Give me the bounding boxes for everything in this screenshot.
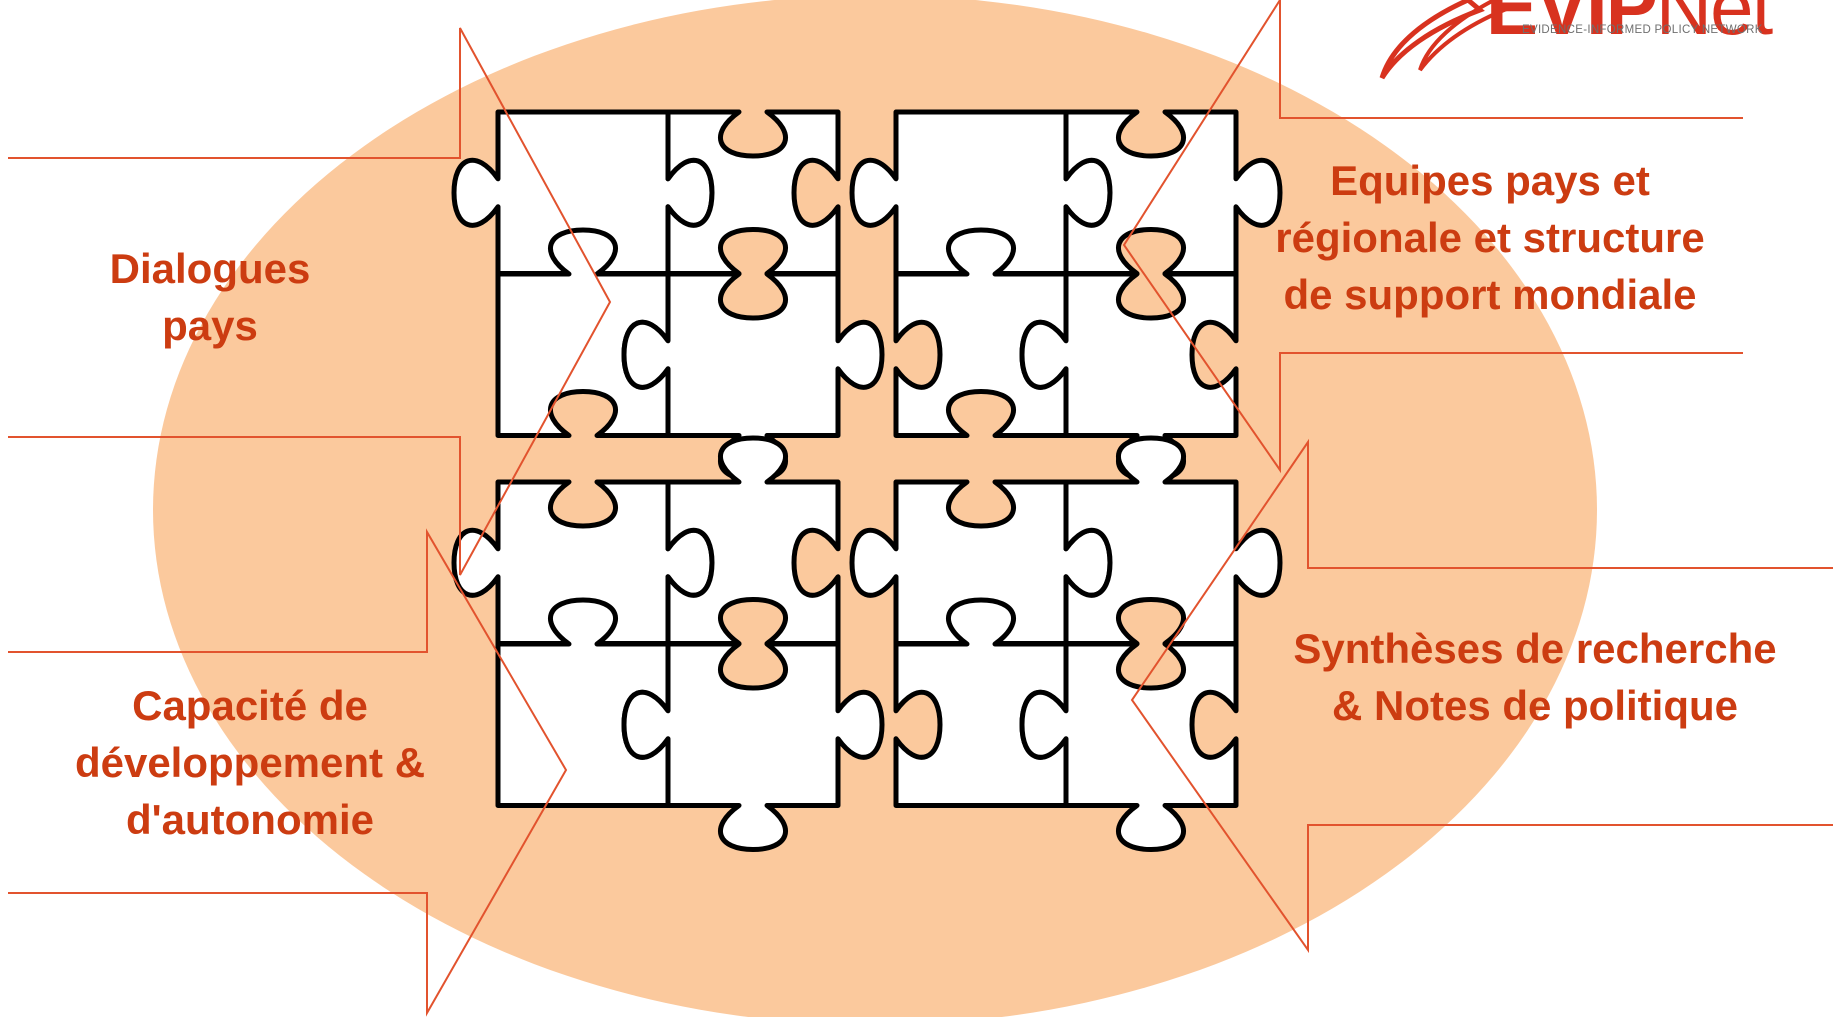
callout-equipes-line-2: régionale et structure [1275,214,1705,261]
puzzle-pieces [451,109,1283,852]
callout-syntheses-label: Synthèses de recherche & Notes de politi… [1245,620,1825,734]
callout-syntheses-arrow [1130,438,1833,954]
callout-capacite-arrow [8,528,568,1017]
callout-capacite-line-3: d'autonomie [126,796,374,843]
puzzle-piece-icon [621,271,885,482]
callout-equipes-label: Equipes pays et régionale et structure d… [1240,152,1740,323]
callout-dialogues-arrow [8,27,612,576]
callout-arrows [8,0,1833,1017]
callout-capacite-line-1: Capacité de [132,682,368,729]
puzzle-piece-icon [1019,271,1239,482]
callout-equipes-line-1: Equipes pays et [1330,157,1650,204]
logo-wordmark-light: Net [1655,0,1773,51]
callout-dialogues-label: Dialogues pays [70,240,350,354]
callout-capacite-line-2: développement & [74,739,426,786]
logo-tagline: EVIDENCE-INFORMED POLICY NETWORK [1522,24,1763,36]
evipnet-logo-icon [1379,0,1508,80]
evipnet-logo: EVIPNet EVIDENCE-INFORMED POLICY NETWORK [1368,0,1833,82]
callout-syntheses-line-1: Synthèses de recherche [1293,625,1777,672]
logo-wordmark-bold: EVIP [1486,0,1658,51]
logo-wordmark: EVIPNet [1486,0,1773,53]
callout-dialogues-line-1: Dialogues [109,245,311,292]
callout-equipes-line-3: de support mondiale [1283,271,1697,318]
puzzle-piece-icon [621,641,885,852]
puzzle-piece-icon [1019,641,1239,852]
callout-syntheses-line-2: & Notes de politique [1331,682,1738,729]
callout-capacite-label: Capacité de développement & d'autonomie [30,677,470,848]
callout-dialogues-line-2: pays [162,302,258,349]
callout-equipes-arrow [1122,0,1743,474]
